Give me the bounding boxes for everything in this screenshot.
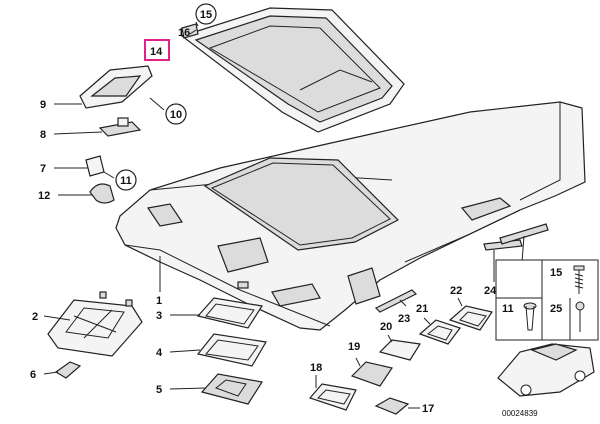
sunroof-frame-part[interactable] bbox=[180, 7, 405, 133]
label-6: 6 bbox=[30, 369, 36, 381]
svg-text:11: 11 bbox=[120, 175, 132, 187]
label-3: 3 bbox=[156, 310, 162, 322]
label-9: 9 bbox=[40, 99, 46, 111]
label-19: 19 bbox=[348, 341, 360, 353]
lamp-part-21[interactable] bbox=[418, 319, 461, 345]
screw-icon-15 bbox=[573, 265, 585, 294]
sun-visor-area-left bbox=[217, 237, 269, 273]
label-12: 12 bbox=[38, 190, 50, 202]
label-2: 2 bbox=[32, 311, 38, 323]
label-5: 5 bbox=[156, 384, 162, 396]
strip-part-23[interactable] bbox=[374, 289, 418, 313]
label-8: 8 bbox=[40, 129, 46, 141]
label-7: 7 bbox=[40, 163, 46, 175]
label-21: 21 bbox=[416, 303, 428, 315]
light-housing-part-2[interactable] bbox=[47, 291, 143, 357]
rail-part-13[interactable] bbox=[499, 223, 549, 263]
label-18: 18 bbox=[310, 362, 322, 374]
cover-part-12[interactable] bbox=[89, 183, 115, 204]
svg-text:15: 15 bbox=[200, 9, 212, 21]
grab-handle-part-9[interactable] bbox=[79, 65, 153, 109]
car-thumbnail bbox=[497, 343, 595, 397]
legend-label-25: 25 bbox=[550, 303, 562, 315]
fastener-legend: 15 11 25 bbox=[495, 259, 599, 341]
label-17: 17 bbox=[422, 403, 434, 415]
small-clip-opening bbox=[237, 281, 249, 289]
handle-recess-right bbox=[460, 197, 512, 221]
sun-visor-area-right bbox=[271, 283, 321, 307]
callout-15: 15 bbox=[195, 3, 217, 25]
legend-label-15: 15 bbox=[550, 267, 562, 279]
clip-part-7[interactable] bbox=[85, 155, 105, 177]
screw-icon-25 bbox=[575, 301, 585, 332]
clip-part-16[interactable] bbox=[181, 23, 199, 39]
bracket-part-8[interactable] bbox=[98, 117, 142, 137]
console-opening bbox=[347, 267, 381, 305]
callout-11: 11 bbox=[115, 169, 137, 191]
callout-10: 10 bbox=[165, 103, 187, 125]
legend-label-11: 11 bbox=[502, 303, 514, 315]
leader-lines bbox=[43, 21, 523, 409]
label-24: 24 bbox=[484, 285, 497, 297]
lamp-part-19[interactable] bbox=[350, 361, 393, 387]
headliner-part[interactable] bbox=[115, 101, 586, 331]
lamp-part-22[interactable] bbox=[448, 305, 493, 331]
diagram-id: 00024839 bbox=[502, 409, 538, 418]
clip-icon-11 bbox=[523, 302, 537, 331]
handle-recess-left bbox=[146, 203, 184, 227]
lamp-part-20[interactable] bbox=[378, 339, 421, 361]
highlight-box-14 bbox=[144, 39, 170, 61]
label-20: 20 bbox=[380, 321, 392, 333]
label-14: 14 bbox=[150, 46, 163, 58]
cover-part-17[interactable] bbox=[374, 397, 410, 415]
label-23: 23 bbox=[398, 313, 410, 325]
light-part-5[interactable] bbox=[200, 373, 263, 405]
label-4: 4 bbox=[156, 347, 163, 359]
label-22: 22 bbox=[450, 285, 462, 297]
switch-part-6[interactable] bbox=[54, 361, 82, 379]
frame-part-3[interactable] bbox=[196, 297, 263, 329]
label-1: 1 bbox=[156, 295, 162, 307]
svg-text:10: 10 bbox=[170, 109, 182, 121]
frame-part-4[interactable] bbox=[196, 333, 267, 367]
label-16: 16 bbox=[178, 27, 190, 39]
lamp-part-18[interactable] bbox=[308, 383, 357, 411]
